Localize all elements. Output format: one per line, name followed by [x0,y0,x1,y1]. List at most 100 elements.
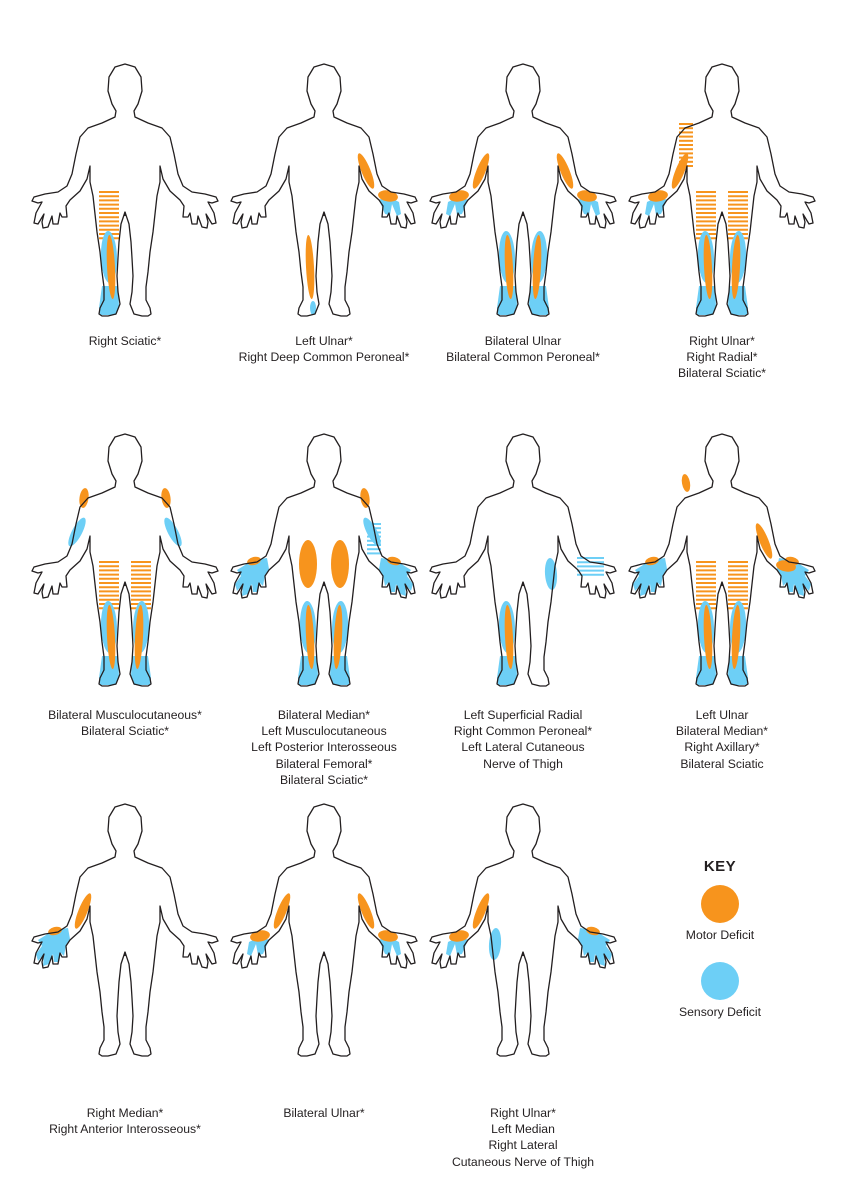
body-figure [628,433,816,687]
thigh-hatch-left-region [728,561,748,610]
thigh-motor-left-region [331,540,349,588]
caption-line: Bilateral Common Peroneal* [446,350,600,365]
body-figure [230,63,418,317]
caption-line: Right Anterior Interosseous* [49,1122,201,1137]
fingers-sensory-right-region [446,936,468,956]
caption-line: Bilateral Femoral* [275,756,373,771]
palm-motor-right-region [648,190,668,202]
caption-line: Right Median* [86,1106,164,1120]
leg-motor-left-region [731,605,741,669]
caption-line: Right Ulnar* [490,1106,556,1120]
fingers-sensory-right-region [645,196,667,216]
foot-sensory-right-region [99,656,119,685]
caption-line: Right Ulnar* [689,334,755,348]
figure-caption: Bilateral Ulnar* [209,1105,439,1121]
leg-motor-right-region [106,605,116,669]
leg-motor-right-region [703,235,713,299]
body-figure [31,433,219,687]
arm-motor-left-region [755,523,773,559]
caption-line: Right Radial* [686,350,758,365]
fingers-sensory-right-region [446,196,468,216]
body-outline [628,63,816,317]
body-figure [230,433,418,687]
thigh-motor-right-region [299,540,317,588]
arm-motor-right-region [671,153,689,189]
leg-motor-right-region [703,605,713,669]
foot-sensory-right-region [298,656,318,685]
caption-line: Right Lateral [488,1138,558,1153]
caption-line: Right Sciatic* [88,334,162,348]
thigh-hatch-right-region [99,191,119,240]
caption-line: Left Musculocutaneous [261,724,387,739]
arm-motor-left-region [556,153,574,189]
caption-line: Bilateral Ulnar* [283,1106,365,1120]
body-figure [31,803,219,1057]
legend-title: KEY [703,858,737,875]
leg-motor-right-region [305,235,315,299]
hand-sensory-right-region [633,558,667,596]
arm-motor-left-region [357,153,375,189]
palm-motor-right-region [449,930,469,942]
hand-hatch-left-region [577,557,604,576]
arm-motor-right-region [472,153,490,189]
thigh-hatch-right-region [99,561,119,610]
figure-caption: Left Ulnar* Right Deep Common Peroneal* [209,333,439,365]
figure-caption: Bilateral Musculocutaneous*Bilateral Sci… [10,707,240,739]
caption-line: Bilateral Sciatic [680,756,764,771]
caption-line: Right Deep Common Peroneal* [238,350,410,365]
body-outline [31,433,219,687]
motor-deficit-label: Motor Deficit [685,928,755,942]
fingers-sensory-left-region [379,936,401,956]
legend: KEY Motor Deficit Sensory Deficit [660,858,780,1019]
fingers-sensory-left-region [578,196,600,216]
caption-line: Bilateral Median* [675,724,769,739]
body-outline [230,803,418,1057]
palm-motor-right-region [250,930,270,942]
leg-motor-left-region [532,235,542,299]
palm-motor-left-region [378,190,398,202]
foot-sensory-left-region [131,656,151,685]
body-figure [31,63,219,317]
figure-caption: Right Ulnar* Right Radial*Bilateral Sciat… [607,333,837,382]
palm-motor-left-region [378,930,398,942]
caption-line: Left Ulnar* [295,334,353,348]
caption-line: Right Axillary* [684,740,760,755]
figure-caption: Right Median* Right Anterior Interosseous… [10,1105,240,1137]
caption-line: Left Ulnar [695,708,749,722]
foot-sensory-right-region [696,656,716,685]
figure-caption: Right Sciatic* [10,333,240,349]
body-outline [429,433,617,687]
caption-line: Cutaneous Nerve of Thigh [451,1154,595,1169]
hand-sensory-right-region [36,928,70,966]
body-figure [429,803,617,1057]
palm-motor-left-region [577,190,597,202]
shoulder-motor-right-region [681,474,691,492]
fingers-sensory-right-region [247,936,269,956]
leg-motor-left-region [134,605,144,669]
caption-line: Bilateral Median* [277,708,371,722]
caption-line: Bilateral Sciatic* [677,366,767,381]
body-figure [628,63,816,317]
foot-sensory-left-region [728,286,748,315]
thigh-hatch-left-region [131,561,151,610]
caption-line: Nerve of Thigh [483,756,563,771]
foot-sensory-right-region [497,286,517,315]
body-outline [429,803,617,1057]
leg-motor-right-region [504,235,514,299]
body-figure [230,803,418,1057]
thigh-lateral-sensory-left-region [544,558,558,590]
foot-sensory-left-region [330,656,350,685]
leg-motor-right-region [106,235,116,299]
caption-line: Left Superficial Radial [463,708,583,722]
body-outline [628,433,816,687]
body-outline [230,63,418,317]
body-outline [230,433,418,687]
leg-motor-right-region [504,605,514,669]
biceps-motor-left-region [161,488,171,508]
foot-sensory-right-region [696,286,716,315]
caption-line: Right Common Peroneal* [453,724,593,739]
thigh-lateral-sensory-right-region [488,928,502,960]
